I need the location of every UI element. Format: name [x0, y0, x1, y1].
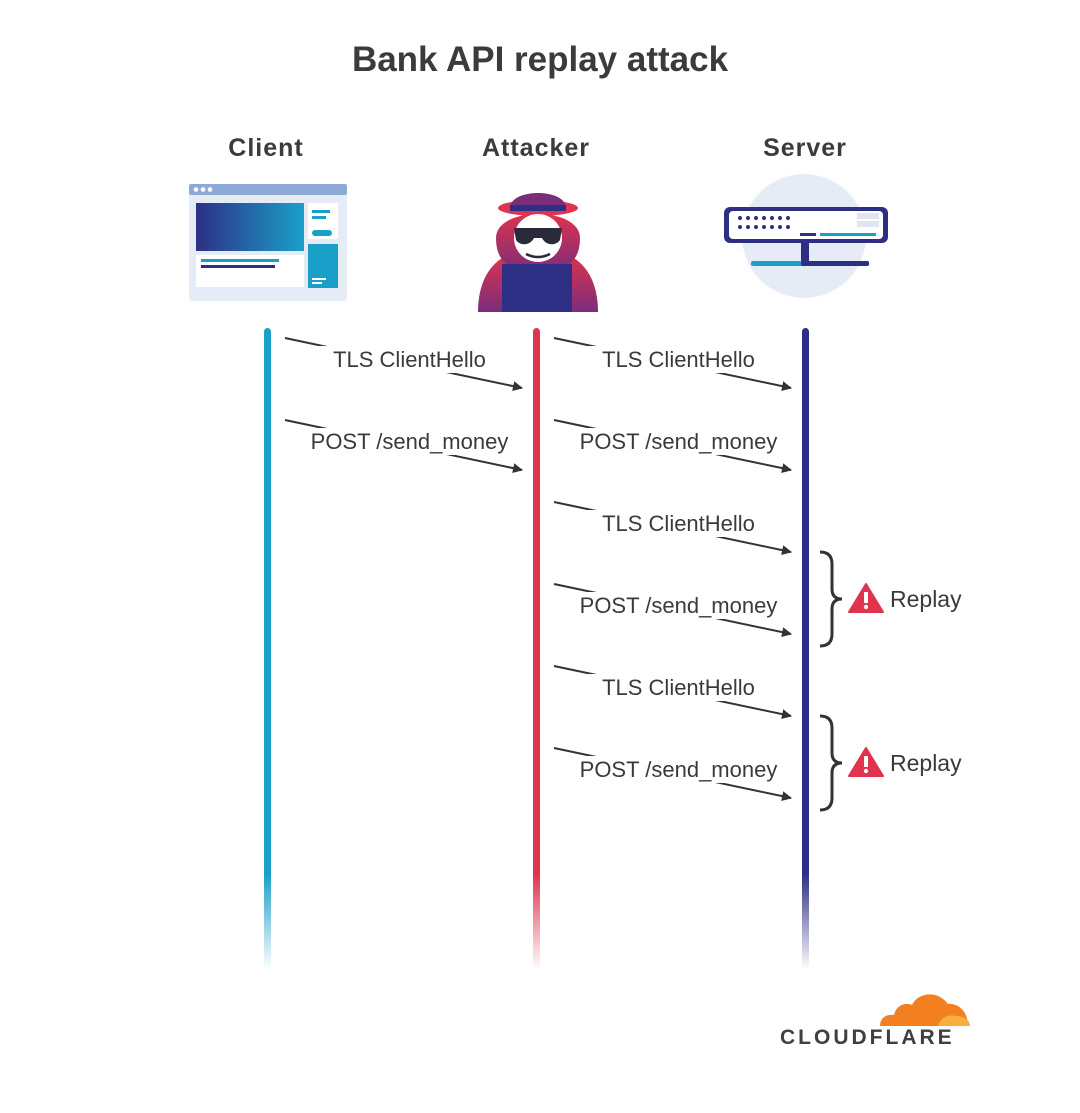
message-arrow: TLS ClientHello — [553, 337, 792, 392]
actor-label-client: Client — [228, 134, 304, 162]
message-label-background — [316, 346, 503, 373]
message-label: TLS ClientHello — [602, 675, 755, 700]
message-label-background — [585, 674, 772, 701]
message-label: POST /send_money — [311, 429, 509, 454]
message-arrow: POST /send_money — [553, 583, 792, 638]
server-icon — [724, 174, 888, 298]
curly-brace — [819, 550, 843, 648]
cloudflare-logo-icon — [880, 994, 970, 1026]
curly-brace — [819, 714, 843, 812]
message-label: TLS ClientHello — [602, 347, 755, 372]
warning-icon — [848, 747, 884, 777]
message-arrow: POST /send_money — [553, 747, 792, 802]
brand-wordmark: CLOUDFLARE — [780, 1026, 955, 1049]
message-arrow: TLS ClientHello — [553, 665, 792, 720]
message-label-background — [579, 756, 778, 783]
hacker-icon — [478, 193, 598, 312]
page-title: Bank API replay attack — [351, 40, 729, 79]
replay-annotation: Replay — [819, 550, 962, 648]
browser-window-icon — [189, 184, 347, 301]
message-label: TLS ClientHello — [333, 347, 486, 372]
message-arrow: TLS ClientHello — [284, 337, 523, 392]
warning-icon — [848, 583, 884, 613]
message-label: POST /send_money — [580, 429, 778, 454]
message-label-background — [310, 428, 509, 455]
message-label: TLS ClientHello — [602, 511, 755, 536]
message-arrow: TLS ClientHello — [553, 501, 792, 556]
message-label: POST /send_money — [580, 757, 778, 782]
message-label: POST /send_money — [580, 593, 778, 618]
message-arrow: POST /send_money — [284, 419, 523, 474]
server-lifeline — [802, 328, 809, 970]
replay-label: Replay — [890, 750, 962, 776]
attacker-lifeline — [533, 328, 540, 970]
replay-annotation: Replay — [819, 714, 962, 812]
message-label-background — [579, 428, 778, 455]
actor-label-server: Server — [763, 134, 847, 162]
replay-label: Replay — [890, 586, 962, 612]
message-arrow: POST /send_money — [553, 419, 792, 474]
actor-label-attacker: Attacker — [481, 134, 591, 162]
message-label-background — [585, 510, 772, 537]
message-label-background — [585, 346, 772, 373]
client-lifeline — [264, 328, 271, 970]
message-label-background — [579, 592, 778, 619]
